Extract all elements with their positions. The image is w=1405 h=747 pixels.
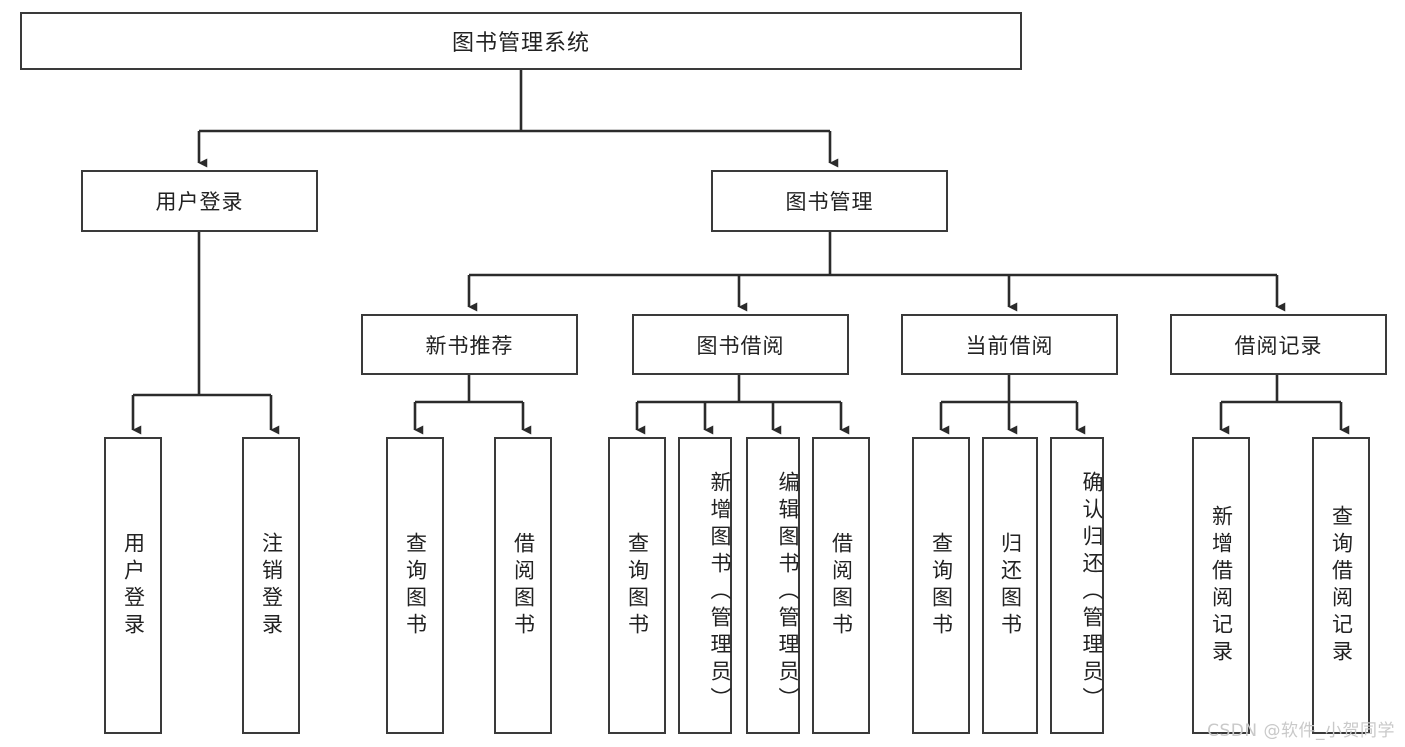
leaf-new-book-query-books[interactable]: 查询图书 xyxy=(386,437,444,734)
leaf-user-login-login[interactable]: 用户登录 xyxy=(104,437,162,734)
leaf-current-borrow-query-books[interactable]: 查询图书 xyxy=(912,437,970,734)
leaf-book-borrow-add-book-admin[interactable]: 新增图书（管理员） xyxy=(678,437,732,734)
leaf-records-add-borrow-record[interactable]: 新增借阅记录 xyxy=(1192,437,1250,734)
leaf-book-borrow-query-books[interactable]: 查询图书 xyxy=(608,437,666,734)
leaf-user-login-logout[interactable]: 注销登录 xyxy=(242,437,300,734)
node-current-borrow[interactable]: 当前借阅 xyxy=(901,314,1118,375)
node-book-management[interactable]: 图书管理 xyxy=(711,170,948,232)
node-user-login[interactable]: 用户登录 xyxy=(81,170,318,232)
leaf-current-borrow-confirm-return-admin[interactable]: 确认归还（管理员） xyxy=(1050,437,1104,734)
node-new-book-recommend[interactable]: 新书推荐 xyxy=(361,314,578,375)
node-book-borrow[interactable]: 图书借阅 xyxy=(632,314,849,375)
leaf-new-book-borrow-books[interactable]: 借阅图书 xyxy=(494,437,552,734)
leaf-book-borrow-edit-book-admin[interactable]: 编辑图书（管理员） xyxy=(746,437,800,734)
leaf-records-query-borrow-record[interactable]: 查询借阅记录 xyxy=(1312,437,1370,734)
node-borrow-records[interactable]: 借阅记录 xyxy=(1170,314,1387,375)
leaf-book-borrow-borrow-books[interactable]: 借阅图书 xyxy=(812,437,870,734)
leaf-current-borrow-return-books[interactable]: 归还图书 xyxy=(982,437,1038,734)
csdn-watermark: CSDN @软件_小贺同学 xyxy=(1207,721,1395,741)
node-root-book-management-system[interactable]: 图书管理系统 xyxy=(20,12,1022,70)
